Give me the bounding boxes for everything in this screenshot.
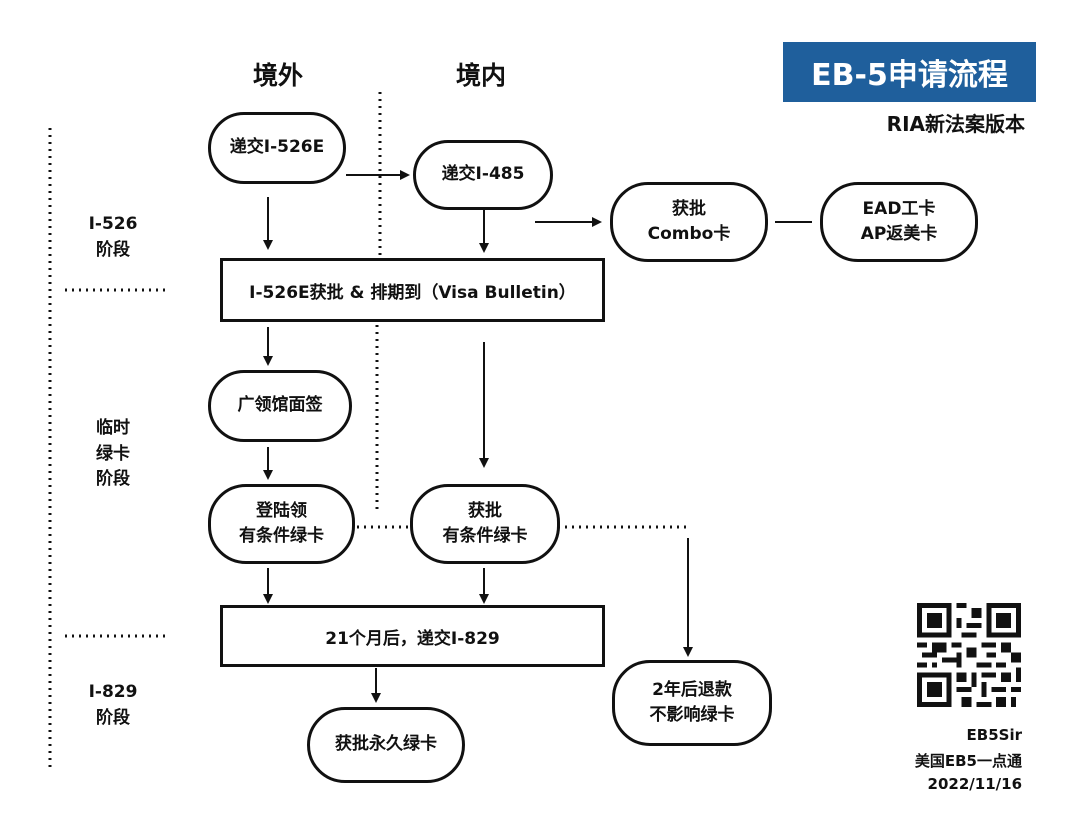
subtitle: RIA新法案版本: [886, 112, 1025, 136]
node-consulate-interview: 广领馆面签: [208, 370, 352, 442]
stage-label-temporary: 临时绿卡阶段: [96, 418, 130, 489]
node-land-green-card: 登陆领有条件绿卡: [208, 484, 355, 564]
title-banner: EB-5申请流程: [783, 42, 1036, 102]
column-header-abroad: 境外: [253, 61, 304, 90]
node-submit-i485: 递交I-485: [413, 140, 553, 210]
credit-name: EB5Sir: [966, 726, 1022, 744]
node-refund: 2年后退款不影响绿卡: [612, 660, 772, 746]
node-submit-i526e: 递交I-526E: [208, 112, 346, 184]
qr-code-icon: [917, 603, 1021, 707]
column-header-domestic: 境内: [456, 61, 507, 90]
node-approved-green-card: 获批有条件绿卡: [410, 484, 560, 564]
node-submit-i829: 21个月后，递交I-829: [220, 605, 605, 667]
node-permanent-green-card: 获批永久绿卡: [307, 707, 465, 783]
credit-tagline: 美国EB5一点通: [914, 752, 1022, 770]
credit-date: 2022/11/16: [927, 775, 1022, 793]
node-approval-bulletin: I-526E获批 & 排期到（Visa Bulletin）: [220, 258, 605, 322]
